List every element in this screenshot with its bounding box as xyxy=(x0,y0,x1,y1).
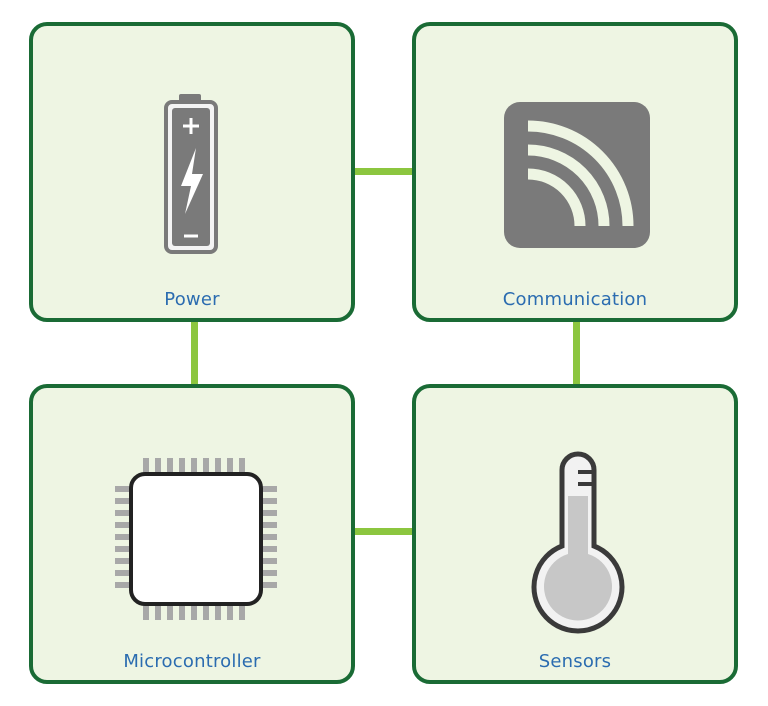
connector-microcontroller-sensors xyxy=(352,528,416,535)
power-module-card: Power xyxy=(29,22,355,322)
sensors-label: Sensors xyxy=(538,651,612,672)
sensors-module-card: Sensors xyxy=(412,384,738,684)
wireless-signal-icon xyxy=(504,102,650,248)
battery-icon xyxy=(164,94,218,254)
power-label: Power xyxy=(164,289,220,310)
connector-power-microcontroller xyxy=(191,318,198,388)
communication-module-card: Communication xyxy=(412,22,738,322)
microcontroller-label: Microcontroller xyxy=(123,651,261,672)
connector-power-communication xyxy=(352,168,416,175)
microcontroller-module-card: Microcontroller xyxy=(29,384,355,684)
communication-label: Communication xyxy=(502,289,648,310)
connector-communication-sensors xyxy=(573,318,580,388)
thermometer-icon xyxy=(531,451,625,634)
microchip-icon xyxy=(115,458,277,620)
